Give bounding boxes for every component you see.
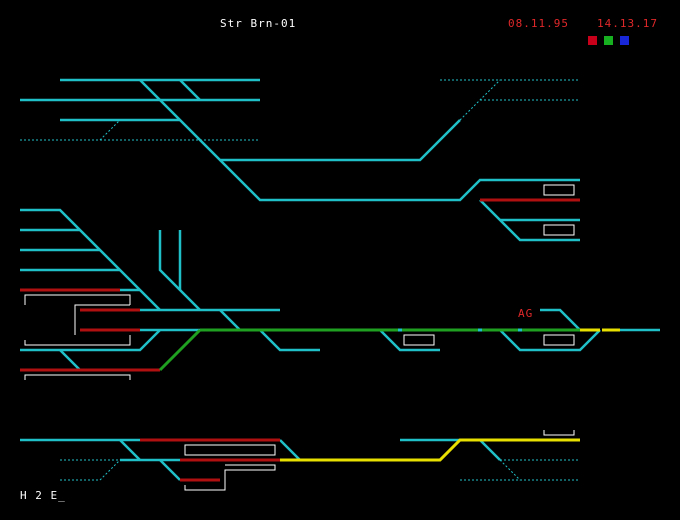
track-segment xyxy=(179,79,201,101)
route-set xyxy=(158,328,580,372)
route-section xyxy=(158,328,202,372)
platform-outline xyxy=(543,184,575,196)
platform-outline xyxy=(24,374,131,380)
signal-label-ag: AG xyxy=(518,307,534,320)
platform-outline xyxy=(543,224,575,236)
platform-outline xyxy=(24,335,131,346)
track-segment xyxy=(379,329,440,352)
track-segment xyxy=(159,99,461,162)
track-lines xyxy=(20,78,660,481)
dotted-tracks xyxy=(20,79,580,481)
reserved-sections xyxy=(280,328,620,462)
track-segment xyxy=(20,329,161,352)
reserved-section xyxy=(280,438,580,462)
dotted-track xyxy=(99,119,121,141)
track-segment xyxy=(20,208,161,311)
track-segment xyxy=(479,199,580,242)
status-square-blue[interactable] xyxy=(620,36,629,45)
occupied-sections xyxy=(20,198,580,482)
time-readout: 14.13.17 xyxy=(597,17,658,30)
dotted-track xyxy=(499,459,521,481)
platform-outline xyxy=(184,464,276,491)
track-segment xyxy=(139,79,161,101)
track-segment xyxy=(119,439,141,461)
date-readout: 08.11.95 xyxy=(508,17,569,30)
track-segment xyxy=(259,329,320,352)
platform-outline xyxy=(24,294,131,305)
track-segment xyxy=(158,230,201,311)
status-square-green[interactable] xyxy=(604,36,613,45)
platform-outline xyxy=(74,304,130,335)
track-segment xyxy=(279,439,301,461)
status-square-red[interactable] xyxy=(588,36,597,45)
track-segment xyxy=(159,459,181,481)
station-title: Str Brn-01 xyxy=(220,17,297,30)
platform-outlines xyxy=(24,184,575,491)
platform-outline xyxy=(403,334,435,346)
dotted-track xyxy=(60,459,121,481)
track-segment xyxy=(219,309,241,331)
track-segment xyxy=(540,308,581,331)
track-segment xyxy=(479,439,501,461)
command-input[interactable]: H 2 E_ xyxy=(20,489,66,502)
track-segment xyxy=(59,349,81,371)
track-segment xyxy=(219,159,580,202)
platform-outline xyxy=(543,334,575,346)
platform-outline xyxy=(184,444,276,456)
platform-outline xyxy=(543,430,575,436)
track-segment xyxy=(499,329,601,352)
